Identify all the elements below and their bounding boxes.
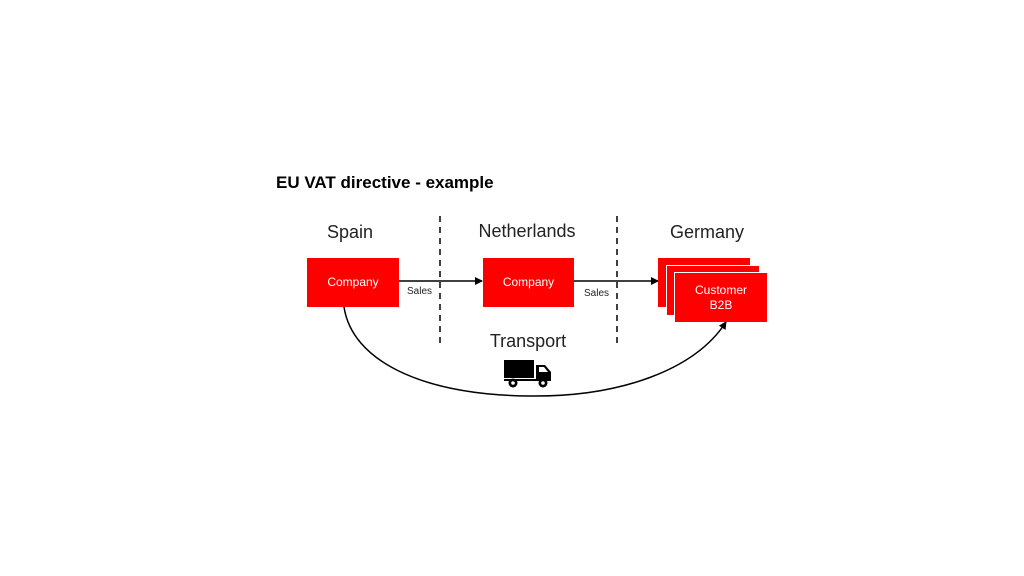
country-label-netherlands: Netherlands	[478, 221, 576, 241]
node-spain-company: Company	[307, 258, 399, 307]
node-germany-customer: Customer B2B	[674, 272, 767, 322]
truck-icon	[504, 360, 551, 388]
country-label-spain: Spain	[326, 222, 374, 242]
node-netherlands-company: Company	[483, 258, 574, 307]
diagram-title: EU VAT directive - example	[276, 173, 494, 192]
node-germany-customer-label: Customer B2B	[694, 282, 747, 312]
transport-label: Transport	[489, 331, 567, 351]
node-spain-company-label: Company	[327, 275, 379, 289]
edge-label-sales-2: Sales	[584, 288, 610, 299]
node-netherlands-company-label: Company	[502, 275, 555, 289]
country-label-germany: Germany	[669, 222, 745, 242]
transport-arrow-spain-to-germany	[343, 306, 727, 397]
edge-label-sales-1: Sales	[407, 286, 433, 297]
